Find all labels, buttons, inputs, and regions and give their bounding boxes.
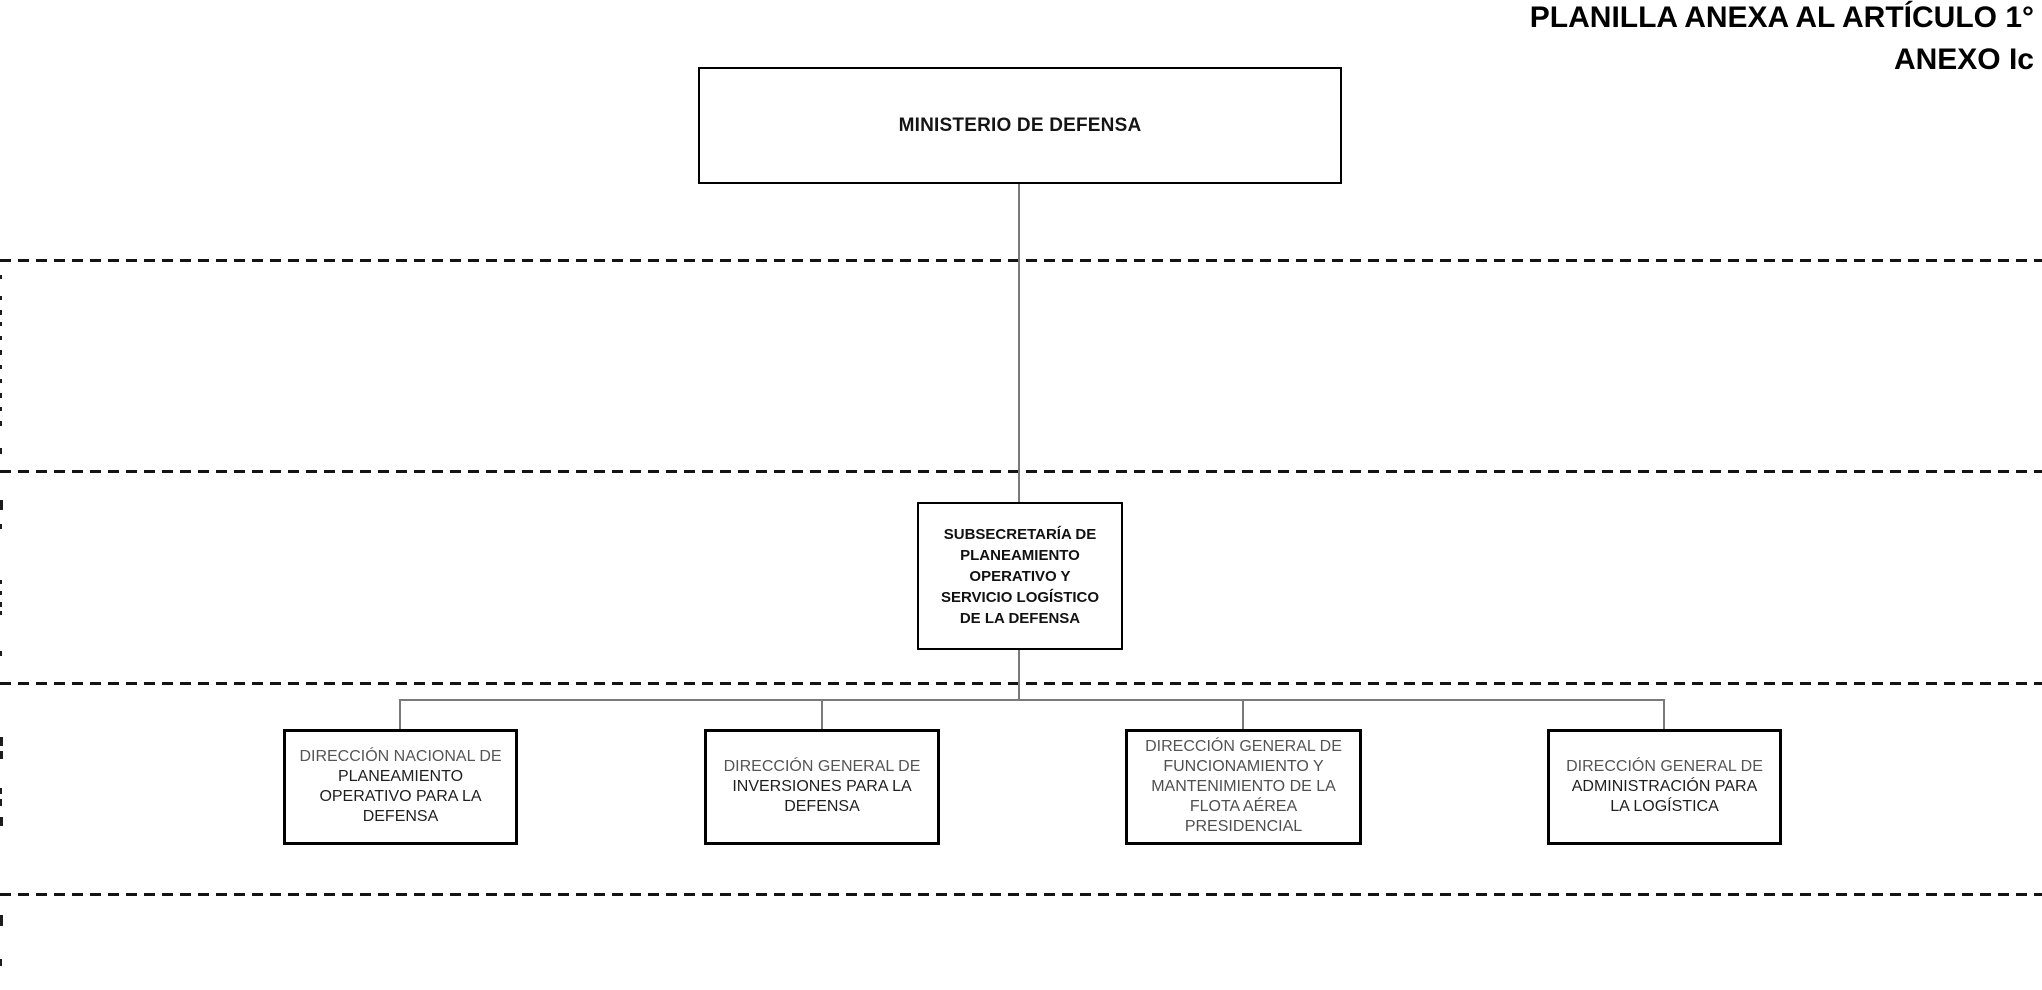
clipped-left-edge-text-fragment xyxy=(0,275,2,279)
connector-drop-direccion-1 xyxy=(399,699,401,729)
org-box-direccion-general-inversiones: DIRECCIÓN GENERAL DE INVERSIONES PARA LA… xyxy=(704,729,940,845)
clipped-left-edge-text-fragment xyxy=(0,379,2,383)
org-box-subsecretaria-planeamiento: SUBSECRETARÍA DE PLANEAMIENTO OPERATIVO … xyxy=(917,502,1123,650)
clipped-left-edge-text-fragment xyxy=(0,915,3,926)
title-line-annex-article: PLANILLA ANEXA AL ARTÍCULO 1° xyxy=(1529,1,2034,34)
clipped-left-edge-text-fragment xyxy=(0,500,3,510)
connector-horizontal-bus xyxy=(399,699,1665,701)
clipped-left-edge-text-fragment xyxy=(0,788,2,794)
clipped-left-edge-text-fragment xyxy=(0,336,2,340)
clipped-left-edge-text-fragment xyxy=(0,611,2,615)
org-box-direccion-nacional-planeamiento: DIRECCIÓN NACIONAL DE PLANEAMIENTO OPERA… xyxy=(283,729,518,845)
connector-subsecretaria-stem xyxy=(1018,650,1020,701)
clipped-left-edge-text-fragment xyxy=(0,751,3,759)
hierarchy-separator-line xyxy=(0,682,2042,685)
clipped-left-edge-text-fragment xyxy=(0,959,2,966)
clipped-left-edge-text-fragment xyxy=(0,407,2,411)
clipped-left-edge-text-fragment xyxy=(0,296,2,300)
clipped-left-edge-text-fragment xyxy=(0,310,2,315)
org-box-name-label: INVERSIONES PARA LA DEFENSA xyxy=(732,778,912,815)
clipped-left-edge-text-fragment xyxy=(0,365,2,369)
connector-drop-direccion-4 xyxy=(1663,699,1665,729)
org-box-type-label: DIRECCIÓN GENERAL DE xyxy=(723,758,921,775)
clipped-left-edge-text-fragment xyxy=(0,737,3,746)
org-box-ministerio-de-defensa: MINISTERIO DE DEFENSA xyxy=(698,67,1342,184)
clipped-left-edge-text-fragment xyxy=(0,602,2,607)
clipped-left-edge-text-fragment xyxy=(0,448,2,454)
title-line-annex-id: ANEXO Ic xyxy=(1893,43,2034,76)
clipped-left-edge-text-fragment xyxy=(0,651,2,656)
org-box-direccion-general-administracion-logistica: DIRECCIÓN GENERAL DE ADMINISTRACIÓN PARA… xyxy=(1547,729,1782,845)
org-box-name-label: ADMINISTRACIÓN PARA LA LOGÍSTICA xyxy=(1571,778,1758,815)
org-box-direccion-general-flota-aerea: DIRECCIÓN GENERAL DE FUNCIONAMIENTO Y MA… xyxy=(1125,729,1362,845)
clipped-left-edge-text-fragment xyxy=(0,591,2,595)
clipped-left-edge-text-fragment xyxy=(0,524,2,529)
hierarchy-separator-line xyxy=(0,893,2042,896)
clipped-left-edge-text-fragment xyxy=(0,421,2,426)
org-box-type-label: DIRECCIÓN NACIONAL DE xyxy=(299,748,502,765)
clipped-left-edge-text-fragment xyxy=(0,393,2,398)
clipped-left-edge-text-fragment xyxy=(0,322,2,326)
connector-ministerio-to-subsecretaria xyxy=(1018,184,1020,503)
hierarchy-separator-line xyxy=(0,470,2042,473)
connector-drop-direccion-3 xyxy=(1242,699,1244,729)
connector-drop-direccion-2 xyxy=(821,699,823,729)
org-box-type-label: DIRECCIÓN GENERAL DE xyxy=(1566,758,1763,775)
hierarchy-separator-line xyxy=(0,259,2042,262)
clipped-left-edge-text-fragment xyxy=(0,580,2,584)
clipped-left-edge-text-fragment xyxy=(0,350,2,355)
org-box-name-label: PLANEAMIENTO OPERATIVO PARA LA DEFENSA xyxy=(319,768,482,825)
org-box-label: MINISTERIO DE DEFENSA xyxy=(898,114,1142,136)
clipped-left-edge-text-fragment xyxy=(0,799,2,806)
clipped-left-edge-text-fragment xyxy=(0,817,3,826)
org-box-name-label: FUNCIONAMIENTO Y MANTENIMIENTO DE LA FLO… xyxy=(1151,758,1336,835)
document-title: PLANILLA ANEXA AL ARTÍCULO 1° ANEXO Ic xyxy=(1530,0,2034,81)
org-box-label: SUBSECRETARÍA DE PLANEAMIENTO OPERATIVO … xyxy=(940,525,1100,627)
org-box-type-label: DIRECCIÓN GENERAL DE xyxy=(1145,738,1342,755)
